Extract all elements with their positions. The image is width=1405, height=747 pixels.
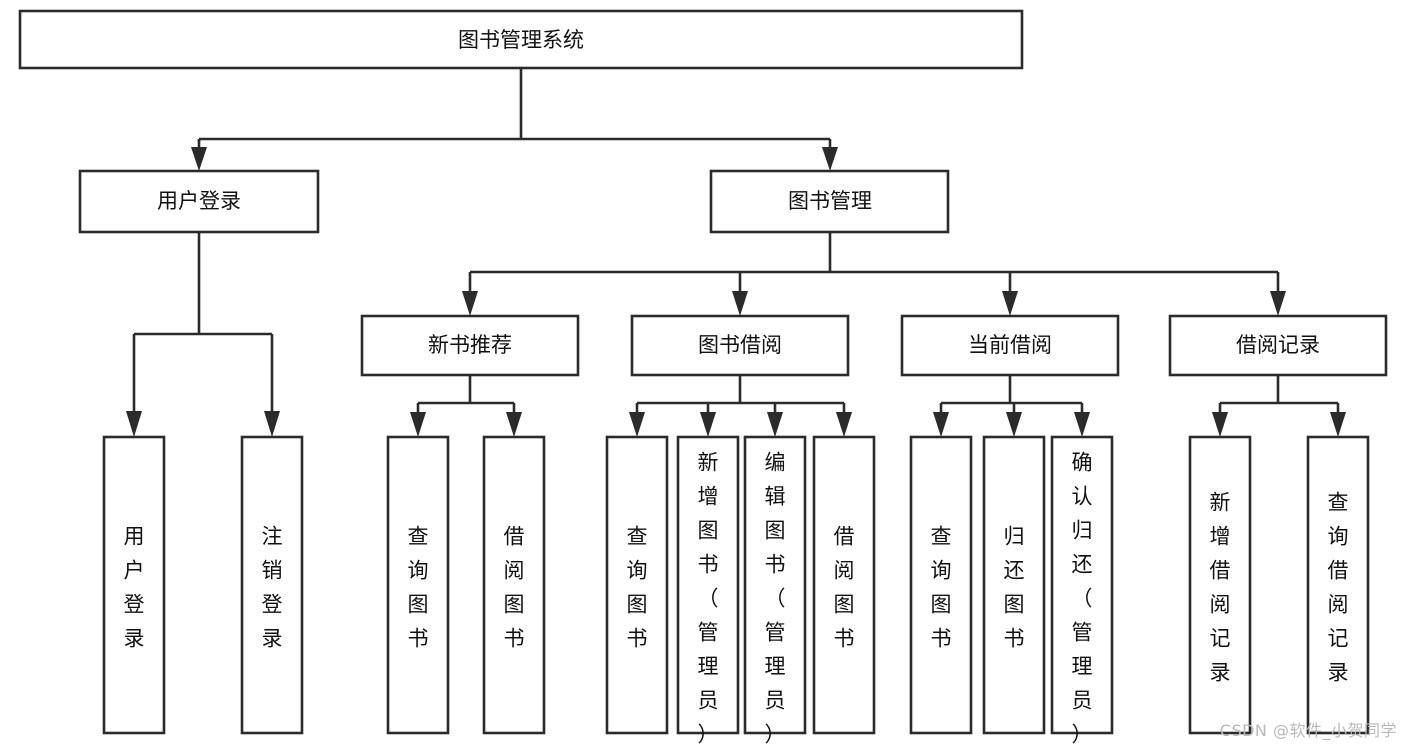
arrow-to-leaf-rec-borrow — [506, 412, 522, 437]
node-leaf-rec-add-box[interactable] — [1188, 435, 1252, 735]
node-leaf-rec-query-label: 查询图书 — [408, 525, 429, 651]
node-current-borrow-box[interactable] — [900, 314, 1120, 377]
node-leaf-cur-query[interactable]: 查询图书 — [909, 435, 973, 735]
node-leaf-rec-search[interactable]: 查询借阅记录 — [1306, 435, 1370, 735]
node-leaf-borrow-add-box[interactable] — [676, 435, 740, 735]
node-leaf-user-login-box[interactable] — [102, 435, 166, 735]
node-leaf-cur-return[interactable]: 归还图书 — [982, 435, 1046, 735]
arrow-to-leaf-borrow-edit — [767, 412, 783, 437]
arrow-to-leaf-cur-query — [933, 412, 949, 437]
node-leaf-borrow-query-box[interactable] — [605, 435, 669, 735]
connector-layer — [126, 68, 1346, 437]
arrow-to-leaf-borrow-add — [700, 412, 716, 437]
node-book-manage-label: 图书管理 — [788, 189, 872, 213]
arrow-to-leaf-borrow-query — [629, 412, 645, 437]
arrow-to-leaf-user-logout — [264, 411, 280, 437]
node-leaf-user-logout-label: 注销登录 — [262, 525, 283, 651]
node-user-login[interactable]: 用户登录 — [78, 169, 320, 234]
node-leaf-rec-borrow-label: 借阅图书 — [504, 525, 525, 651]
arrow-to-user-login — [191, 147, 207, 171]
node-leaf-borrow-lend-box[interactable] — [812, 435, 876, 735]
arrow-to-leaf-rec-query — [410, 412, 426, 437]
arrow-to-leaf-borrow-lend — [836, 412, 852, 437]
node-root[interactable]: 图书管理系统 — [18, 9, 1024, 70]
node-leaf-user-login[interactable]: 用户登录 — [102, 435, 166, 735]
node-new-book-rec-box[interactable] — [360, 314, 580, 377]
node-book-borrow[interactable]: 图书借阅 — [630, 314, 850, 377]
node-leaf-cur-confirm-label: 确认归还（管理员） — [1072, 451, 1093, 747]
arrow-to-leaf-rec-search — [1330, 412, 1346, 437]
node-leaf-cur-confirm-box[interactable] — [1050, 435, 1114, 735]
node-user-login-box[interactable] — [78, 169, 320, 234]
node-leaf-cur-confirm[interactable]: 确认归还（管理员） — [1050, 435, 1114, 747]
node-leaf-rec-add-label: 新增借阅记录 — [1210, 491, 1231, 685]
node-leaf-borrow-lend[interactable]: 借阅图书 — [812, 435, 876, 735]
arrow-to-leaf-rec-add — [1212, 412, 1228, 437]
node-leaf-rec-borrow[interactable]: 借阅图书 — [482, 435, 546, 735]
node-leaf-cur-query-label: 查询图书 — [931, 525, 952, 651]
node-root-label: 图书管理系统 — [458, 28, 584, 52]
node-leaf-rec-search-box[interactable] — [1306, 435, 1370, 735]
arrow-to-book-manage — [822, 147, 838, 171]
arrow-to-current-borrow — [1002, 291, 1018, 316]
node-leaf-cur-return-label: 归还图书 — [1004, 525, 1025, 651]
csdn-watermark: CSDN @软件_小贺同学 — [1219, 721, 1397, 740]
node-leaf-borrow-lend-label: 借阅图书 — [834, 525, 855, 651]
arrow-to-new-book-rec — [462, 291, 478, 316]
node-leaf-user-logout[interactable]: 注销登录 — [240, 435, 304, 735]
node-leaf-rec-add[interactable]: 新增借阅记录 — [1188, 435, 1252, 735]
node-leaf-rec-borrow-box[interactable] — [482, 435, 546, 735]
arrow-to-book-borrow — [732, 291, 748, 316]
node-borrow-record-box[interactable] — [1168, 314, 1388, 377]
node-current-borrow[interactable]: 当前借阅 — [900, 314, 1120, 377]
node-leaf-borrow-query[interactable]: 查询图书 — [605, 435, 669, 735]
node-leaf-borrow-query-label: 查询图书 — [627, 525, 648, 651]
node-new-book-rec-label: 新书推荐 — [428, 333, 512, 357]
node-root-box[interactable] — [18, 9, 1024, 70]
node-book-borrow-label: 图书借阅 — [698, 333, 782, 357]
node-leaf-borrow-edit[interactable]: 编辑图书（管理员） — [743, 435, 807, 747]
leaf-node-group: 用户登录 注销登录 查询图书 借阅图书 查询图书 新增图书（管理员） — [102, 435, 1370, 747]
node-leaf-user-logout-box[interactable] — [240, 435, 304, 735]
arrow-to-leaf-user-login — [126, 411, 142, 437]
node-leaf-borrow-add[interactable]: 新增图书（管理员） — [676, 435, 740, 747]
node-book-manage-box[interactable] — [709, 169, 950, 234]
node-leaf-cur-query-box[interactable] — [909, 435, 973, 735]
arrow-to-borrow-record — [1270, 291, 1286, 316]
arrow-to-leaf-cur-confirm — [1074, 412, 1090, 437]
node-leaf-rec-query-box[interactable] — [386, 435, 450, 735]
node-leaf-user-login-label: 用户登录 — [124, 525, 145, 651]
node-borrow-record[interactable]: 借阅记录 — [1168, 314, 1388, 377]
node-leaf-cur-return-box[interactable] — [982, 435, 1046, 735]
node-leaf-rec-query[interactable]: 查询图书 — [386, 435, 450, 735]
node-new-book-rec[interactable]: 新书推荐 — [360, 314, 580, 377]
node-current-borrow-label: 当前借阅 — [968, 333, 1052, 357]
node-leaf-borrow-edit-label: 编辑图书（管理员） — [765, 451, 786, 747]
node-book-borrow-box[interactable] — [630, 314, 850, 377]
node-leaf-borrow-edit-box[interactable] — [743, 435, 807, 735]
node-borrow-record-label: 借阅记录 — [1236, 333, 1320, 357]
node-user-login-label: 用户登录 — [157, 189, 241, 213]
node-book-manage[interactable]: 图书管理 — [709, 169, 950, 234]
arrow-to-leaf-cur-return — [1006, 412, 1022, 437]
node-leaf-rec-search-label: 查询借阅记录 — [1328, 491, 1349, 685]
node-leaf-borrow-add-label: 新增图书（管理员） — [698, 451, 719, 747]
